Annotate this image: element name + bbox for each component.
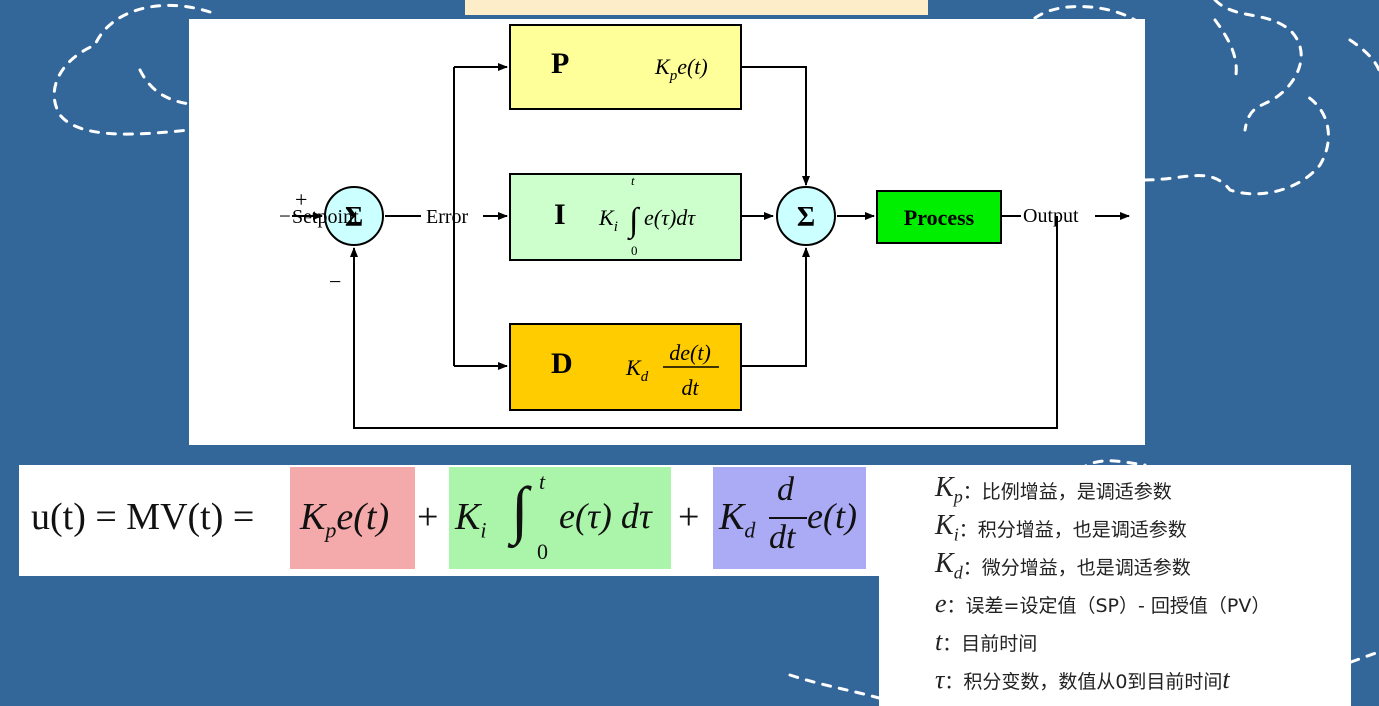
formula-int-upper: t [539,469,546,494]
formula-frac-num: d [777,471,794,508]
i-block [509,173,742,261]
sum-node-1 [324,186,384,246]
d-gain: Kd [625,355,649,385]
legend-row-ki: Ki ：积分增益，也是调适参数 [935,510,1187,545]
process-label: Process [904,205,975,230]
d-to-sum2-line [741,247,810,367]
p-gain: Kpe(t) [654,54,708,84]
formula-plus-1: + [417,496,439,538]
svg-text:−: − [279,204,291,228]
formula-frac-den: dt [769,519,796,556]
feedback-line [350,216,1058,429]
pid-formula: u(t) = MV(t) = Kpe(t) + Ki ∫ t 0 e(τ) dτ… [19,465,879,576]
formula-integral-sign: ∫ [511,474,529,545]
sum-node-2-symbol: Σ [797,202,815,233]
formula-int-lower: 0 [537,539,548,564]
formula-term-p: Kpe(t) [290,467,415,569]
i-gain: Ki [598,205,618,235]
legend-row-t: t ：目前时间 [935,627,1038,656]
formula-term-d: Kd d dt e(t) [713,467,866,569]
error-label: Error [426,206,469,228]
i-integral: ∫ [627,202,641,241]
formula-plus-2: + [678,496,700,538]
formula-lhs: u(t) = MV(t) = [31,496,255,538]
legend-row-kp: Kp ：比例增益，是调适参数 [935,472,1172,507]
i-expr: e(τ)dτ [644,205,696,230]
p-letter: P [551,47,569,80]
i-upper: t [631,173,635,188]
i-lower: 0 [631,243,638,258]
pid-block-diagram: Σ Σ − Setpoint + − Error Output Process … [189,19,1145,445]
d-numerator: de(t) [669,340,711,365]
i-letter: I [554,198,566,231]
sum-node-1-symbol: Σ [345,202,363,233]
plus-sign: + [295,187,307,212]
title-banner [465,0,928,15]
output-label: Output [1023,205,1079,227]
formula-d-tail: e(t) [807,496,857,536]
p-to-sum2-line [741,66,810,186]
minus-sign: − [329,269,341,294]
legend-row-kd: Kd ：微分增益，也是调适参数 [935,548,1191,583]
p-block [509,24,742,110]
formula-term-i: Ki ∫ t 0 e(τ) dτ [449,467,671,569]
symbol-legend: Kp ：比例增益，是调适参数 Ki ：积分增益，也是调适参数 Kd ：微分增益，… [879,465,1351,706]
d-denominator: dt [681,375,699,400]
d-letter: D [551,347,573,380]
formula-i-tail: e(τ) dτ [559,496,652,536]
legend-row-tau: τ ：积分变数，数值从0到目前时间 t [935,665,1230,694]
legend-row-e: e ：误差=设定值（SP）- 回授值（PV） [935,589,1271,618]
process-block [876,190,1002,244]
setpoint-label: Setpoint [292,206,359,228]
sum-node-2 [776,186,836,246]
